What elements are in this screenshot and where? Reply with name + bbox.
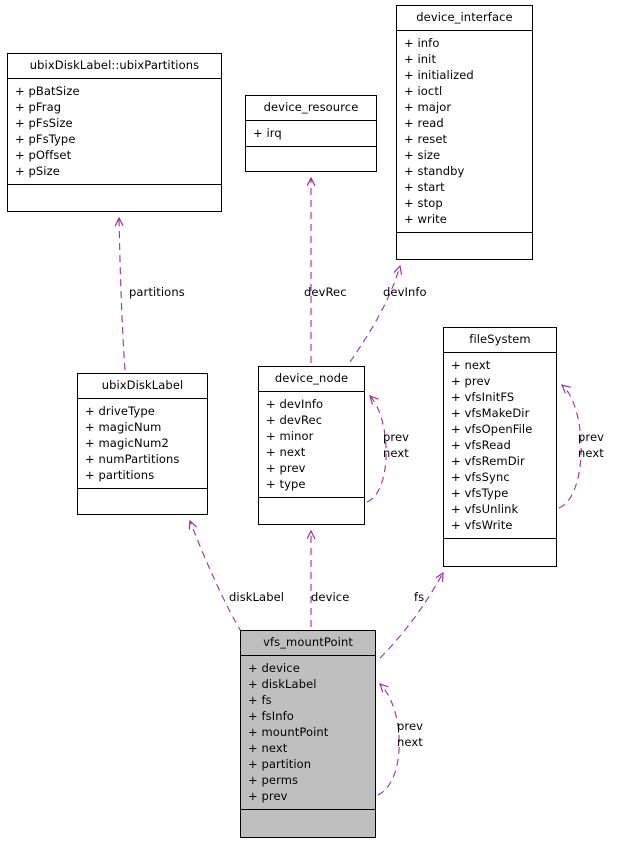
attribute-row: + fs — [248, 693, 272, 707]
attribute-row: + irq — [253, 126, 282, 140]
class-box-fileSystem[interactable]: fileSystem + next + prev + vfsInitFS + v… — [443, 327, 557, 567]
attribute-row: + pFrag — [15, 100, 62, 114]
attribute-row: + pSize — [15, 164, 60, 178]
class-box-device-node[interactable]: device_node + devInfo + devRec + minor +… — [258, 366, 365, 525]
edge-label-filesystem-prev: prev — [578, 430, 605, 444]
attribute-row: + size — [404, 148, 441, 162]
class-attributes-device-resource: + irq — [246, 121, 376, 147]
attribute-row: + ioctl — [404, 84, 443, 98]
attribute-row: + devRec — [266, 413, 323, 427]
edge-label-device-node-next: next — [383, 446, 409, 460]
class-attributes-ubixDiskLabel: + driveType + magicNum + magicNum2 + num… — [78, 399, 207, 489]
attribute-row: + start — [404, 180, 445, 194]
attribute-row: + pFsType — [15, 132, 76, 146]
class-methods-device-resource — [246, 147, 376, 169]
class-methods-vfs-mountPoint — [241, 810, 375, 832]
class-box-vfs-mountPoint[interactable]: vfs_mountPoint + device + diskLabel + fs… — [240, 630, 376, 838]
attribute-row: + read — [404, 116, 444, 130]
attribute-row: + prev — [451, 374, 491, 388]
edge-label-devInfo: devInfo — [383, 285, 427, 299]
attribute-row: + perms — [248, 773, 299, 787]
attribute-row: + minor — [266, 429, 314, 443]
attribute-row: + vfsSync — [451, 470, 510, 484]
attribute-row: + pOffset — [15, 148, 72, 162]
class-methods-fileSystem — [444, 539, 556, 561]
class-title-device-node: device_node — [259, 367, 364, 392]
edge-partitions — [119, 218, 126, 371]
class-box-device-interface[interactable]: device_interface + info + init + initial… — [396, 5, 533, 260]
attribute-row: + pBatSize — [15, 84, 80, 98]
class-box-device-resource[interactable]: device_resource + irq — [245, 95, 377, 172]
attribute-row: + reset — [404, 132, 448, 146]
attribute-row: + next — [248, 741, 288, 755]
class-attributes-device-interface: + info + init + initialized + ioctl + ma… — [397, 31, 532, 233]
attribute-row: + major — [404, 100, 452, 114]
attribute-row: + next — [451, 358, 491, 372]
edge-label-fs: fs — [414, 590, 425, 604]
edge-label-mountpoint-next: next — [397, 735, 423, 749]
class-title-ubixPartitions: ubixDiskLabel::ubixPartitions — [8, 54, 221, 79]
attribute-row: + partitions — [85, 468, 155, 482]
attribute-row: + next — [266, 445, 306, 459]
attribute-row: + magicNum — [85, 420, 162, 434]
class-box-ubixPartitions[interactable]: ubixDiskLabel::ubixPartitions + pBatSize… — [7, 53, 222, 212]
attribute-row: + fsInfo — [248, 709, 294, 723]
class-title-device-resource: device_resource — [246, 96, 376, 121]
attribute-row: + devInfo — [266, 397, 324, 411]
class-title-ubixDiskLabel: ubixDiskLabel — [78, 374, 207, 399]
attribute-row: + vfsType — [451, 486, 509, 500]
edge-label-devRec: devRec — [304, 285, 347, 299]
attribute-row: + vfsUnlink — [451, 502, 519, 516]
edge-devInfo — [349, 266, 400, 363]
edge-label-device: device — [311, 590, 350, 604]
edge-label-filesystem-next: next — [578, 446, 604, 460]
attribute-row: + device — [248, 661, 300, 675]
class-attributes-device-node: + devInfo + devRec + minor + next + prev… — [259, 392, 364, 498]
edge-fs — [379, 573, 443, 659]
edge-label-mountpoint-prev: prev — [397, 719, 424, 733]
attribute-row: + stop — [404, 196, 443, 210]
attribute-row: + standby — [404, 164, 465, 178]
class-methods-device-interface — [397, 233, 532, 255]
class-box-ubixDiskLabel[interactable]: ubixDiskLabel + driveType + magicNum + m… — [77, 373, 208, 515]
attribute-row: + numPartitions — [85, 452, 180, 466]
class-attributes-ubixPartitions: + pBatSize + pFrag + pFsSize + pFsType +… — [8, 79, 221, 185]
attribute-row: + write — [404, 212, 447, 226]
attribute-row: + driveType — [85, 404, 155, 418]
attribute-row: + init — [404, 52, 437, 66]
edge-label-device-node-prev: prev — [383, 430, 410, 444]
attribute-row: + partition — [248, 757, 312, 771]
attribute-row: + prev — [248, 789, 288, 803]
attribute-row: + info — [404, 36, 440, 50]
class-attributes-fileSystem: + next + prev + vfsInitFS + vfsMakeDir +… — [444, 353, 556, 539]
attribute-row: + vfsInitFS — [451, 390, 515, 404]
edge-diskLabel — [190, 521, 243, 634]
attribute-row: + type — [266, 477, 306, 491]
attribute-row: + vfsOpenFile — [451, 422, 533, 436]
attribute-row: + vfsMakeDir — [451, 406, 530, 420]
attribute-row: + vfsRemDir — [451, 454, 525, 468]
class-title-fileSystem: fileSystem — [444, 328, 556, 353]
attribute-row: + magicNum2 — [85, 436, 169, 450]
class-title-vfs-mountPoint: vfs_mountPoint — [241, 631, 375, 656]
class-methods-ubixDiskLabel — [78, 489, 207, 511]
attribute-row: + pFsSize — [15, 116, 73, 130]
class-methods-ubixPartitions — [8, 185, 221, 207]
class-methods-device-node — [259, 498, 364, 520]
attribute-row: + initialized — [404, 68, 474, 82]
edge-label-diskLabel: diskLabel — [229, 590, 285, 604]
attribute-row: + vfsWrite — [451, 518, 513, 532]
attribute-row: + prev — [266, 461, 306, 475]
edge-label-partitions: partitions — [129, 285, 185, 299]
attribute-row: + vfsRead — [451, 438, 511, 452]
attribute-row: + mountPoint — [248, 725, 329, 739]
class-attributes-vfs-mountPoint: + device + diskLabel + fs + fsInfo + mou… — [241, 656, 375, 810]
class-title-device-interface: device_interface — [397, 6, 532, 31]
attribute-row: + diskLabel — [248, 677, 317, 691]
